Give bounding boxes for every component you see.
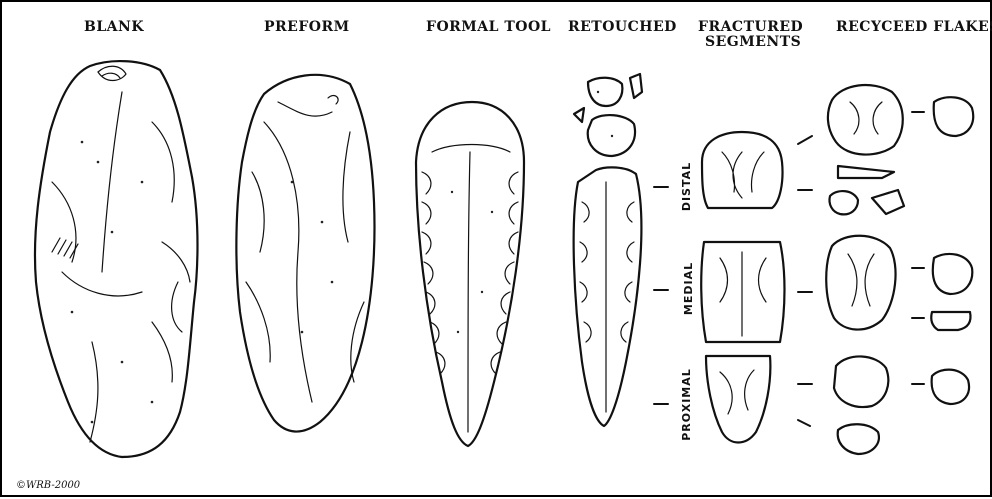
recycled-flakes <box>798 85 973 454</box>
retouched-group <box>574 74 642 426</box>
fractured-segments <box>654 132 785 443</box>
formal-tool-biface <box>416 102 524 446</box>
blank-flake <box>35 61 198 457</box>
preform-biface <box>236 75 374 432</box>
